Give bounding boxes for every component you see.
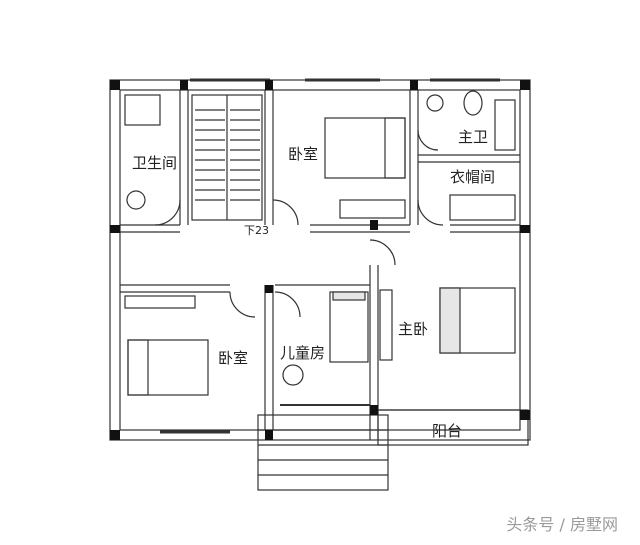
balcony-outline	[377, 409, 529, 446]
room-label-bedroom-bottom: 卧室	[218, 349, 249, 367]
stair-treads	[195, 95, 260, 220]
shower	[124, 94, 161, 126]
room-label-balcony: 阳台	[432, 422, 463, 440]
stair-label: 下23	[244, 224, 269, 237]
room-label-master-bath: 主卫	[458, 128, 489, 146]
bed-bottom	[127, 339, 209, 396]
room-label-master-bedroom: 主卧	[398, 320, 429, 338]
room-label-bathroom: 卫生间	[132, 154, 178, 172]
room-label-closet: 衣帽间	[450, 168, 496, 186]
room-label-bedroom-top: 卧室	[288, 145, 319, 163]
bathtub	[494, 99, 516, 151]
bed-top	[324, 117, 406, 179]
entry-steps	[257, 414, 389, 491]
room-label-kids-room: 儿童房	[280, 344, 326, 362]
bed-kids	[329, 291, 369, 363]
watermark: 头条号 / 房墅网	[506, 515, 618, 534]
